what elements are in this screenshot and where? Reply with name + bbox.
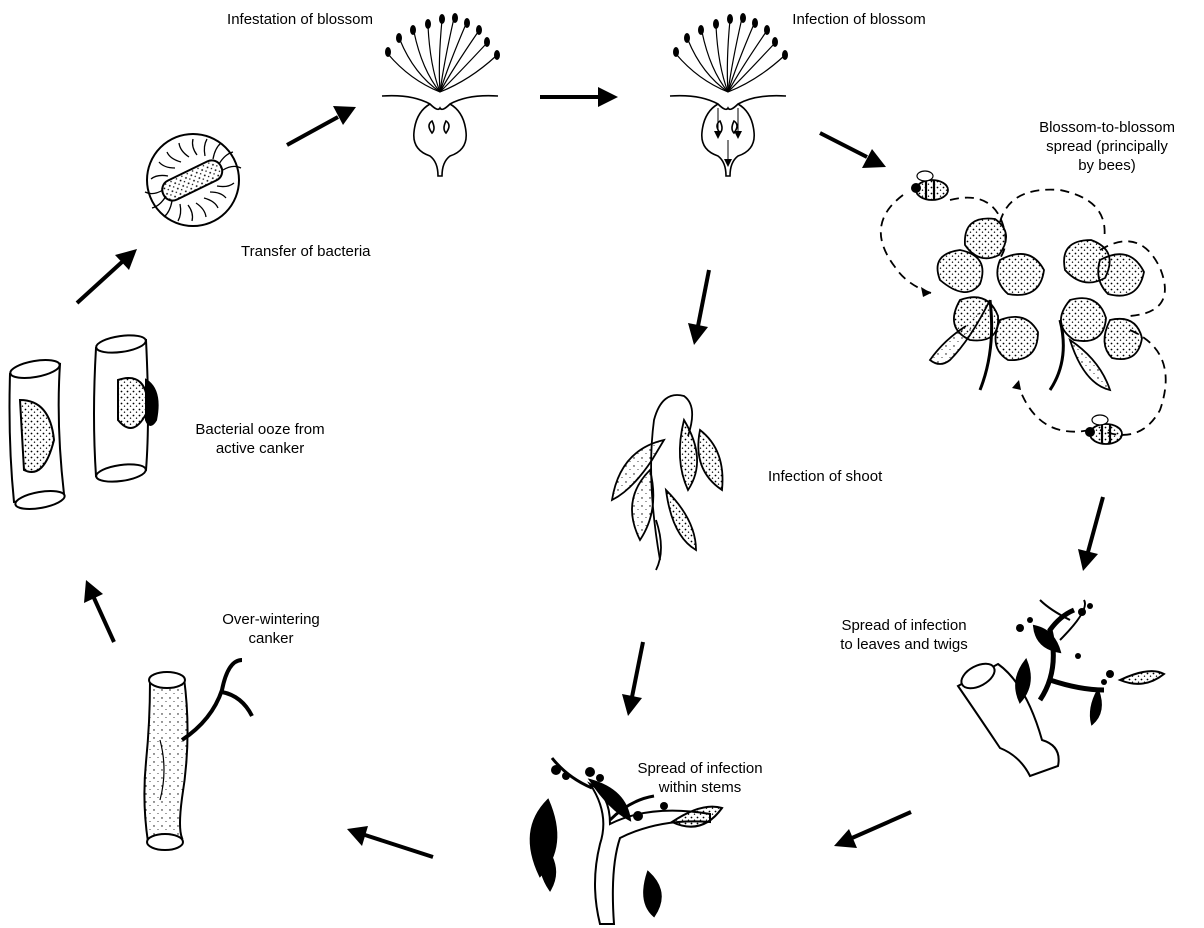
label-over-wintering-canker: Over-wintering canker (196, 610, 346, 648)
label-bacterial-ooze: Bacterial ooze from active canker (180, 420, 340, 458)
arrow-leaves-to-stems (834, 812, 911, 848)
label-transfer-of-bacteria: Transfer of bacteria (241, 242, 421, 261)
blossom-spread-illustration (881, 171, 1166, 444)
label-spread-within-stems: Spread of infection within stems (610, 759, 790, 797)
infestation-blossom-illustration (382, 13, 500, 176)
bacterium-illustration (145, 134, 241, 226)
arrow-infestation-to-infection (540, 87, 618, 107)
bee-icon (911, 171, 948, 200)
bee-icon (1085, 415, 1122, 444)
arrow-overwintering-to-ooze (84, 580, 114, 642)
arrow-infection-to-spread (820, 133, 886, 168)
arrow-transfer-to-infestation (287, 106, 356, 145)
arrow-shoot-to-stems (622, 642, 643, 716)
arrow-blossom-to-shoot (688, 270, 709, 345)
label-infestation-of-blossom: Infestation of blossom (210, 10, 390, 29)
arrow-stems-to-overwintering (347, 826, 433, 857)
label-spread-to-leaves-and-twigs: Spread of infection to leaves and twigs (814, 616, 994, 654)
arrow-ooze-to-transfer (77, 249, 137, 303)
over-wintering-canker-illustration (144, 660, 252, 850)
label-infection-of-blossom: Infection of blossom (784, 10, 934, 29)
infected-shoot-illustration (612, 395, 723, 570)
infection-blossom-illustration (670, 13, 788, 176)
label-infection-of-shoot: Infection of shoot (768, 467, 928, 486)
label-blossom-to-blossom-spread: Blossom-to-blossom spread (principally b… (1012, 118, 1202, 175)
bacterial-ooze-illustration (9, 333, 158, 513)
arrow-bees-to-leaves (1078, 497, 1103, 571)
